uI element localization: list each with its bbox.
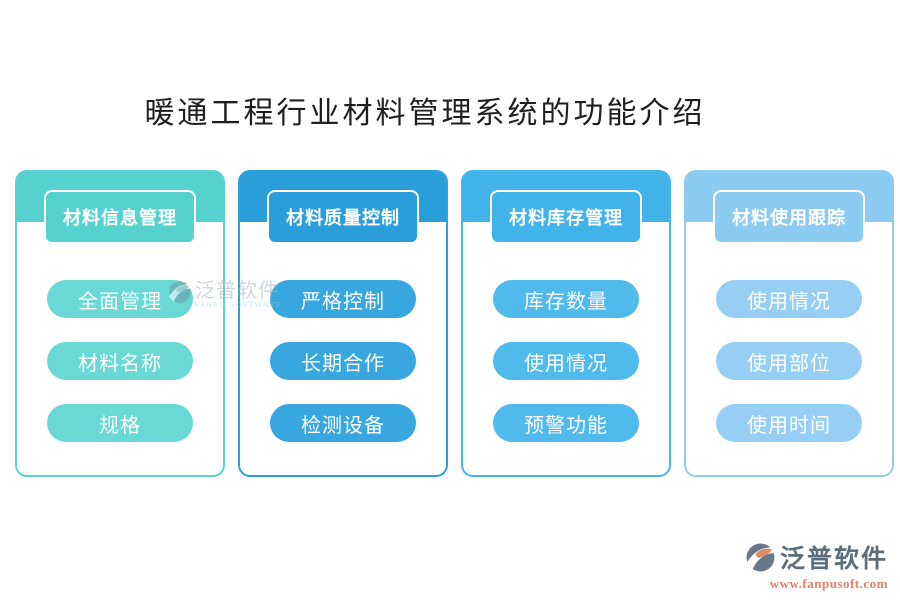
feature-pill: 材料名称 bbox=[47, 342, 193, 380]
card-inventory-management: 材料库存管理 库存数量 使用情况 预警功能 bbox=[461, 170, 671, 477]
feature-pill: 检测设备 bbox=[270, 404, 416, 442]
feature-pill: 长期合作 bbox=[270, 342, 416, 380]
feature-cards-row: 材料信息管理 全面管理 材料名称 规格 材料质量控制 严格控制 长期合作 检测设… bbox=[15, 170, 894, 477]
card-header: 材料质量控制 bbox=[267, 190, 419, 244]
card-material-info: 材料信息管理 全面管理 材料名称 规格 bbox=[15, 170, 225, 477]
feature-pill: 预警功能 bbox=[493, 404, 639, 442]
feature-pill: 全面管理 bbox=[47, 280, 193, 318]
card-quality-control: 材料质量控制 严格控制 长期合作 检测设备 bbox=[238, 170, 448, 477]
card-header: 材料信息管理 bbox=[44, 190, 196, 244]
feature-pill: 规格 bbox=[47, 404, 193, 442]
card-header: 材料使用跟踪 bbox=[713, 190, 865, 244]
feature-pill: 使用部位 bbox=[716, 342, 862, 380]
card-usage-tracking: 材料使用跟踪 使用情况 使用部位 使用时间 bbox=[684, 170, 894, 477]
feature-pill: 使用时间 bbox=[716, 404, 862, 442]
page-title: 暖通工程行业材料管理系统的功能介绍 bbox=[144, 97, 706, 130]
feature-pill: 使用情况 bbox=[493, 342, 639, 380]
card-header: 材料库存管理 bbox=[490, 190, 642, 244]
fanpu-logo-name: 泛普软件 bbox=[779, 546, 888, 573]
feature-pill: 严格控制 bbox=[270, 280, 416, 318]
fanpu-logo-icon bbox=[746, 543, 775, 571]
fanpu-logo-url: www.fanpusoft.com bbox=[769, 576, 888, 591]
fanpu-logo: 泛普软件 www.fanpusoft.com bbox=[745, 539, 888, 592]
feature-pill: 库存数量 bbox=[493, 280, 639, 318]
feature-pill: 使用情况 bbox=[716, 280, 862, 318]
